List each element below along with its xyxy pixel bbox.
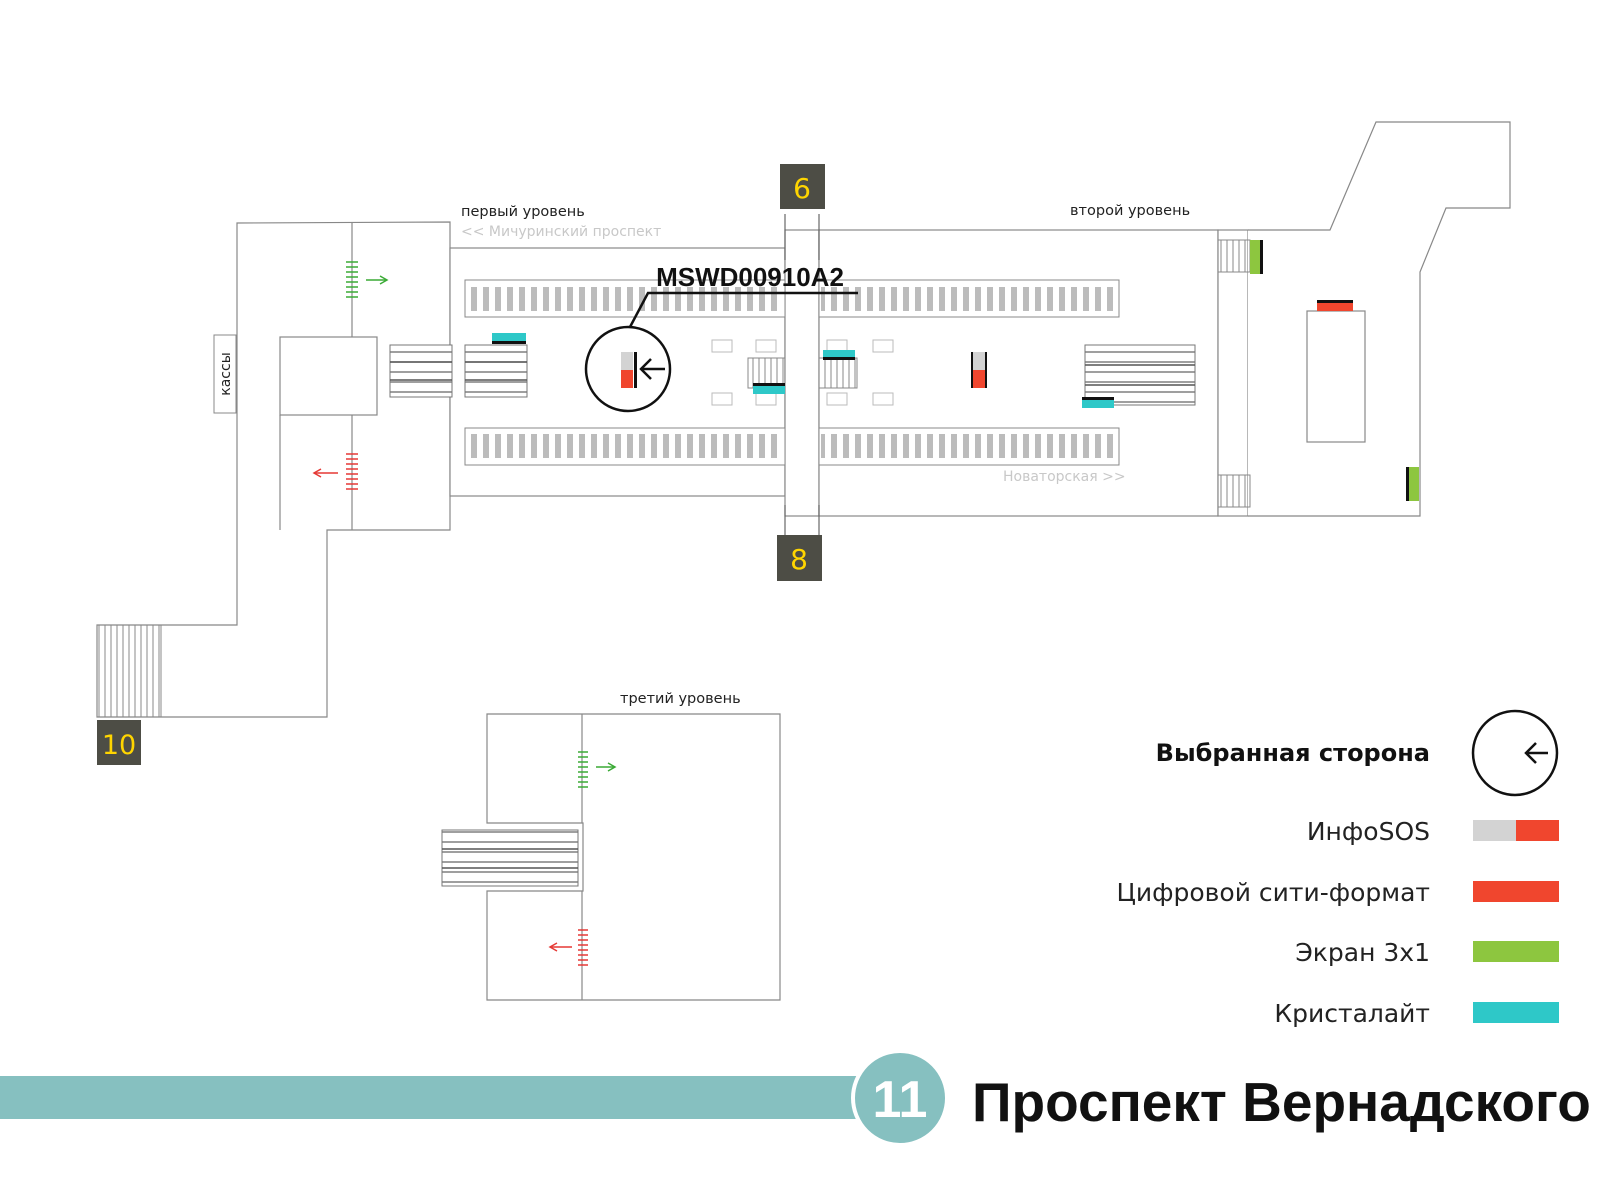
stairs-level-2-bottom xyxy=(1217,474,1251,508)
stairs-level-2-top xyxy=(1217,239,1251,273)
kristalight-markers xyxy=(492,333,1114,408)
level-2-label: второй уровень xyxy=(1070,203,1190,219)
legend-kristalight-swatch xyxy=(1473,1002,1559,1023)
legend-city-format-label: Цифровой сити-формат xyxy=(1116,878,1430,907)
legend-city-format-swatch xyxy=(1473,881,1559,902)
direction-right-label: Новаторская >> xyxy=(1003,469,1126,485)
exit-badge-10: 10 xyxy=(97,720,141,765)
escalator-right xyxy=(1084,344,1196,406)
footer: 11 Проспект Вернадского xyxy=(0,1049,1591,1147)
selected-carrier[interactable]: MSWD00910A2 xyxy=(584,262,858,413)
line-number-badge xyxy=(851,1049,949,1147)
legend: Выбранная сторона ИнфоSOS Цифровой сити-… xyxy=(1116,709,1559,1028)
exit-6-number: 6 xyxy=(793,172,811,205)
selected-side-icon xyxy=(1471,709,1559,797)
legend-infosos-swatch xyxy=(1473,820,1559,841)
level-1-label: первый уровень xyxy=(461,204,585,220)
carrier-id-label: MSWD00910A2 xyxy=(656,262,844,292)
vestibule-level-2 xyxy=(1217,121,1511,517)
exit-8-number: 8 xyxy=(790,543,808,576)
direction-left-label: << Мичуринский проспект xyxy=(461,224,661,240)
exit-flow-arrow-level-3 xyxy=(548,929,588,966)
city-format-marker xyxy=(1317,300,1353,311)
platform-benches xyxy=(711,339,894,406)
escalator-level-3 xyxy=(441,829,579,887)
track-top xyxy=(464,279,1120,318)
track-bottom xyxy=(464,427,1120,466)
station-name: Проспект Вернадского xyxy=(972,1071,1591,1133)
line-color-bar xyxy=(0,1076,860,1119)
cashier-box: кассы xyxy=(213,334,237,414)
legend-screen-3x1-swatch xyxy=(1473,941,1559,962)
escalator-left xyxy=(389,344,528,398)
line-number: 11 xyxy=(873,1071,928,1129)
stairs-exit-10 xyxy=(96,624,162,718)
vestibule-level-3 xyxy=(486,713,781,1001)
entry-flow-arrow-level-3 xyxy=(578,751,617,788)
screen-3x1-markers xyxy=(1250,240,1419,501)
legend-selected-side-label: Выбранная сторона xyxy=(1156,739,1430,767)
legend-infosos-label: ИнфоSOS xyxy=(1307,817,1430,846)
entry-flow-arrow xyxy=(346,261,389,298)
legend-kristalight-label: Кристалайт xyxy=(1274,999,1430,1028)
legend-screen-3x1-label: Экран 3x1 xyxy=(1295,938,1430,967)
infosos-marker-selected xyxy=(621,352,637,388)
cashier-label: кассы xyxy=(218,352,234,395)
infosos-marker xyxy=(971,352,987,388)
exit-10-number: 10 xyxy=(102,730,136,761)
level-3-label: третий уровень xyxy=(620,691,741,707)
vestibule-level-1 xyxy=(96,221,451,718)
exit-flow-arrow xyxy=(312,453,358,490)
platform-stairs-right xyxy=(818,357,858,389)
exit-badge-8: 8 xyxy=(777,535,822,581)
exit-badge-6: 6 xyxy=(780,164,825,209)
